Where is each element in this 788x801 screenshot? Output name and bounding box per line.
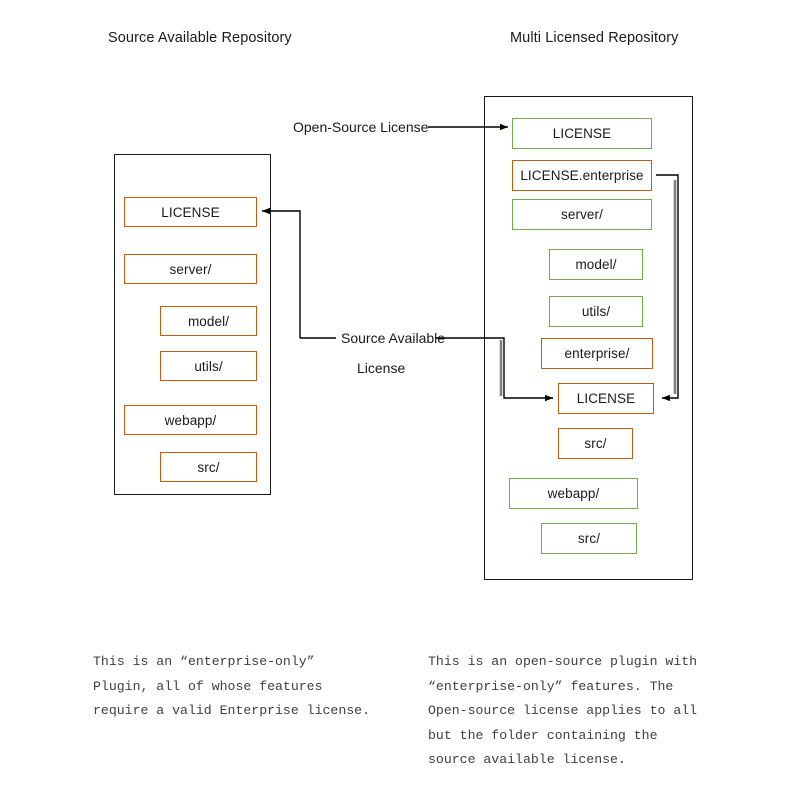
left-item-webapp[interactable]: webapp/ — [124, 405, 257, 435]
left-item-src[interactable]: src/ — [160, 452, 257, 482]
right-item-webapp[interactable]: webapp/ — [509, 478, 638, 509]
right-item-server[interactable]: server/ — [512, 199, 652, 230]
left-item-server[interactable]: server/ — [124, 254, 257, 284]
right-item-model[interactable]: model/ — [549, 249, 643, 280]
connector-label-source-available-line2: License — [357, 360, 406, 376]
right-item-license-source-available[interactable]: LICENSE — [558, 383, 654, 414]
left-repo-title: Source Available Repository — [108, 30, 292, 46]
right-repo-title: Multi Licensed Repository — [510, 30, 679, 46]
right-item-license-open[interactable]: LICENSE — [512, 118, 652, 149]
connector-label-open-source-license: Open-Source License — [293, 119, 429, 135]
right-item-utils[interactable]: utils/ — [549, 296, 643, 327]
right-item-src-webapp[interactable]: src/ — [541, 523, 637, 554]
left-item-utils[interactable]: utils/ — [160, 351, 257, 381]
right-item-src-enterprise[interactable]: src/ — [558, 428, 633, 459]
right-caption: This is an open-source plugin with “ente… — [428, 654, 698, 767]
right-item-license-enterprise[interactable]: LICENSE.enterprise — [512, 160, 652, 191]
connector-label-source-available-line1: Source Available — [341, 330, 446, 346]
left-item-model[interactable]: model/ — [160, 306, 257, 336]
left-caption: This is an “enterprise-only” Plugin, all… — [93, 654, 370, 718]
right-item-enterprise[interactable]: enterprise/ — [541, 338, 653, 369]
left-item-license[interactable]: LICENSE — [124, 197, 257, 227]
